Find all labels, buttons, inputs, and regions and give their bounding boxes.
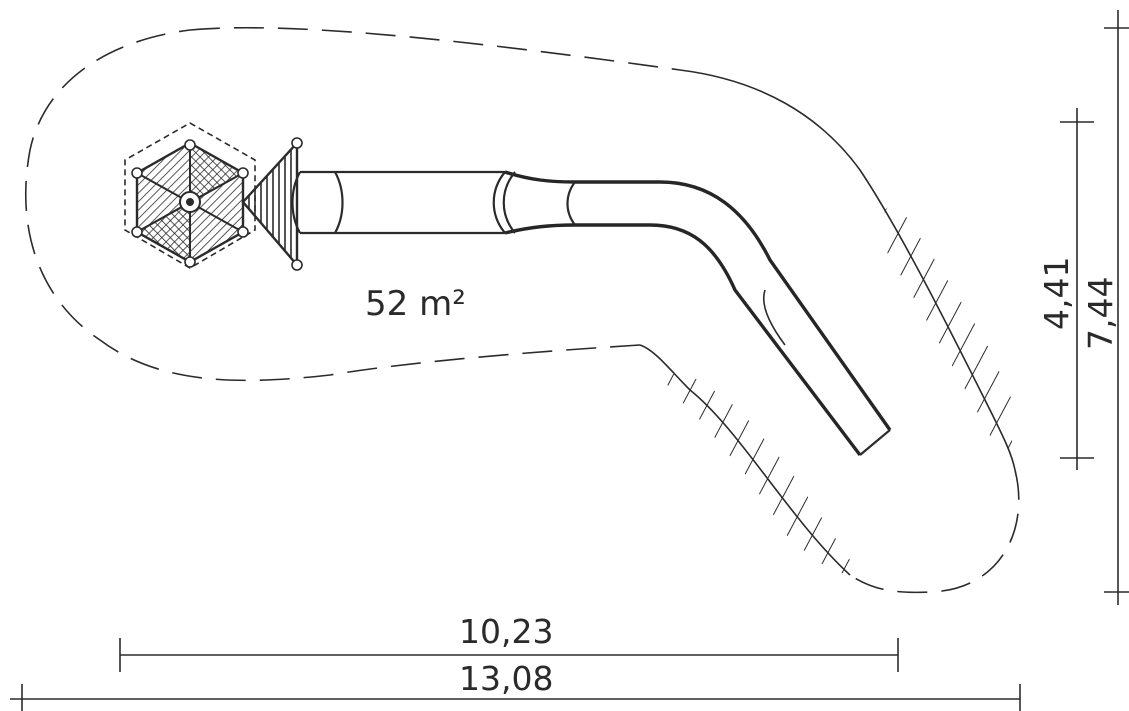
dimension-height-inner-label: 4,41: [1037, 257, 1076, 330]
slide-platform: [241, 137, 303, 271]
dimension-height-outer: [1104, 10, 1129, 605]
area-label: 52 m²: [365, 284, 466, 324]
dimension-height-inner: [1060, 108, 1094, 470]
dimension-width-outer: [10, 684, 1021, 711]
safety-zone-outline-dashed: [24, 26, 1020, 594]
dimension-width-inner-label: 10,23: [459, 612, 553, 651]
dimension-height-outer-label: 7,44: [1081, 277, 1120, 350]
landing-zone-hatch-outer: [880, 200, 1012, 450]
dimension-width-outer-label: 13,08: [459, 659, 553, 698]
hexagonal-tower: [124, 122, 256, 269]
landing-zone-hatch-inner: [660, 370, 850, 575]
dimension-width-inner: [119, 638, 899, 672]
